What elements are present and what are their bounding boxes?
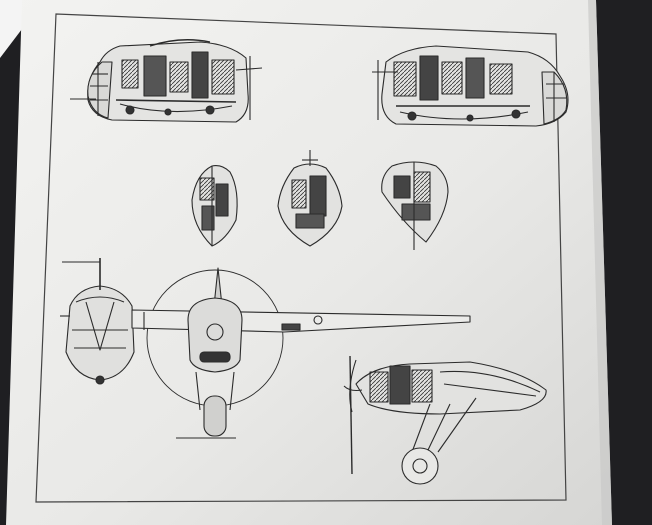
cross-section-2: [277, 150, 343, 247]
nose-section-right-view: [372, 45, 569, 127]
cross-section-1: [191, 165, 238, 247]
engine-side-view: [343, 355, 547, 485]
nose-section-left-view: [70, 39, 263, 123]
cross-section-3: [381, 161, 449, 250]
page-edge-shadow: [588, 0, 612, 525]
drawing-ink: [60, 39, 569, 485]
drawing-frame: [35, 13, 567, 503]
front-view-aircraft: [60, 258, 471, 439]
